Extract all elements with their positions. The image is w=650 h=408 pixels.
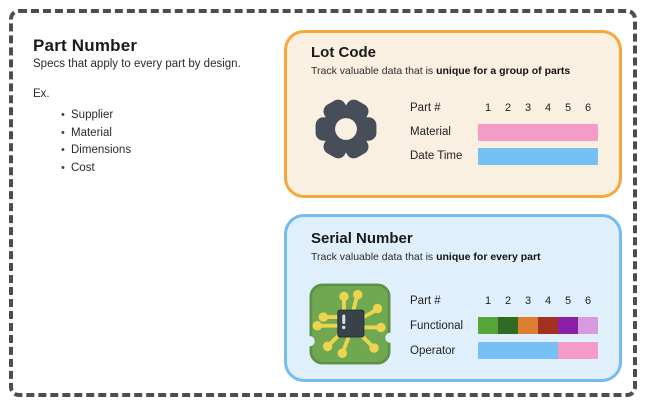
bar-segment [518,317,538,334]
lot-code-title: Lot Code [311,44,376,61]
list-item: Cost [33,160,273,178]
subtitle-bold-text: unique for a group of parts [436,65,571,77]
column-header: 3 [524,294,532,307]
lot-code-table: Part # 1 2 3 4 5 6 Material Date Time [410,96,601,168]
table-row: Date Time [410,144,601,168]
column-header: 2 [504,102,512,114]
column-header: 4 [544,102,552,114]
part-number-columns: 1 2 3 4 5 6 [478,102,598,114]
serial-number-box: Serial Number Track valuable data that i… [284,214,622,382]
part-number-columns: 1 2 3 4 5 6 [478,295,598,307]
dashed-border-frame [9,9,637,397]
part-number-panel: Part Number Specs that apply to every pa… [33,36,273,177]
column-header: 6 [584,294,592,307]
table-row: Part # 1 2 3 4 5 6 [410,288,601,313]
table-row: Operator [410,338,601,363]
bar-segment [478,147,598,165]
column-header: 6 [584,102,592,114]
row-label: Material [410,126,451,138]
date-time-bar [478,147,598,165]
column-header: 3 [524,102,532,114]
column-header: 5 [564,102,572,114]
bar-segment [478,342,558,359]
column-header: 1 [484,102,492,114]
list-item: Dimensions [33,142,273,160]
subtitle-bold-text: unique for every part [436,251,541,263]
serial-number-title: Serial Number [311,230,413,247]
table-row: Material [410,120,601,144]
bar-segment [538,317,558,334]
bar-segment [478,123,598,141]
gear-icon [307,90,385,173]
column-header: 2 [504,294,512,307]
list-item: Material [33,125,273,143]
serial-number-table: Part # 1 2 3 4 5 6 Functional Operator [410,288,601,363]
examples-label: Ex. [33,88,50,100]
subtitle-text: Track valuable data that is [311,65,437,77]
functional-bar [478,317,598,334]
examples-list: Supplier Material Dimensions Cost [33,107,273,177]
subtitle-text: Track valuable data that is [311,251,437,263]
part-number-title: Part Number [33,36,138,55]
row-label: Functional [410,319,464,332]
circuit-chip-icon [304,281,396,372]
bar-segment [558,342,598,359]
part-number-subtitle: Specs that apply to every part by design… [33,58,241,70]
lot-code-subtitle: Track valuable data that is unique for a… [311,65,570,77]
bar-segment [578,317,598,334]
row-label: Part # [410,294,441,307]
material-bar [478,123,598,141]
bar-segment [478,317,498,334]
row-label: Part # [410,102,441,114]
column-header: 5 [564,294,572,307]
row-label: Date Time [410,150,463,162]
table-row: Functional [410,313,601,338]
column-header: 1 [484,294,492,307]
operator-bar [478,342,598,359]
table-row: Part # 1 2 3 4 5 6 [410,96,601,120]
bar-segment [498,317,518,334]
serial-number-subtitle: Track valuable data that is unique for e… [311,251,541,263]
column-header: 4 [544,294,552,307]
bar-segment [558,317,578,334]
row-label: Operator [410,344,456,357]
lot-code-box: Lot Code Track valuable data that is uni… [284,30,622,198]
list-item: Supplier [33,107,273,125]
